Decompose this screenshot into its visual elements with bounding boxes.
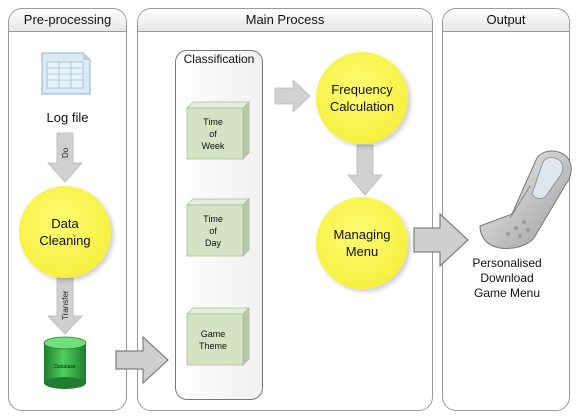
database-label: Database (54, 364, 76, 370)
log-file-icon (41, 52, 91, 95)
managing-menu-node: Managing Menu (316, 197, 408, 289)
box-time-of-day-line-1: Time (203, 214, 223, 224)
preprocessing-panel-title: Pre-processing (9, 9, 126, 32)
main-process-panel-title: Main Process (138, 9, 432, 32)
data-cleaning-line-1: Data (51, 216, 79, 231)
arrow-do-label: Do (61, 147, 70, 158)
data-cleaning-node: Data Cleaning (19, 186, 111, 278)
box-time-of-week-label: Time of Week (177, 102, 239, 160)
log-file-label: Log file (46, 110, 89, 125)
frequency-calculation-node: Frequency Calculation (316, 52, 408, 144)
box-game-theme (186, 307, 250, 366)
managing-line-1: Managing (333, 227, 391, 242)
output-caption: Personalised Download Game Menu (452, 256, 562, 301)
box-time-of-week-line-1: Time (203, 117, 223, 127)
arrow-transfer-label: Transfer (61, 290, 70, 320)
output-caption-line-1: Personalised (472, 256, 542, 270)
box-time-of-day-line-2: of (209, 226, 217, 236)
classification-title: Classification (183, 52, 255, 66)
output-panel: Output (442, 8, 570, 411)
database-icon (43, 336, 87, 389)
output-caption-line-2: Download (480, 271, 534, 285)
output-panel-title: Output (443, 9, 569, 32)
box-game-theme-label: Game Theme (177, 308, 239, 366)
arrow-database-to-classification (115, 335, 169, 385)
flip-phone-icon (479, 150, 572, 249)
data-cleaning-line-2: Cleaning (39, 233, 91, 248)
output-caption-line-3: Game Menu (473, 286, 541, 300)
box-time-of-week-line-2: of (209, 129, 217, 139)
box-game-theme-line-2: Theme (198, 341, 227, 351)
arrow-frequency-to-managing (347, 144, 383, 196)
frequency-line-1: Frequency (331, 82, 393, 97)
box-time-of-day-line-3: Day (204, 238, 221, 248)
box-time-of-day (186, 198, 250, 257)
managing-line-2: Menu (345, 244, 379, 259)
arrow-transfer (47, 277, 83, 335)
box-time-of-week-line-3: Week (201, 141, 225, 151)
frequency-line-2: Calculation (329, 99, 395, 114)
arrow-do (47, 132, 83, 183)
box-time-of-day-label: Time of Day (177, 199, 239, 257)
box-game-theme-line-1: Game (200, 329, 226, 339)
box-time-of-week (186, 101, 250, 160)
arrow-classification-to-frequency (274, 79, 311, 113)
arrow-managing-to-output (413, 212, 469, 268)
